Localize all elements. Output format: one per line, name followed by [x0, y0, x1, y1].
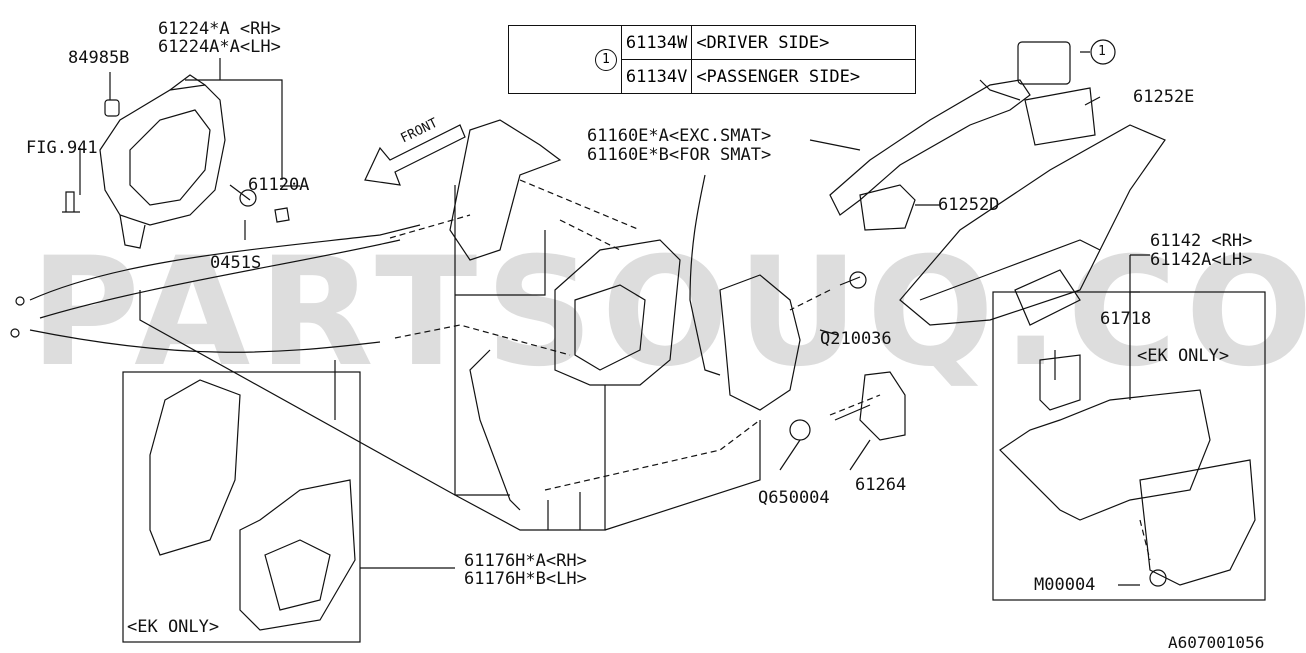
front-arrow-shape [364, 124, 466, 186]
rod-61176h [469, 349, 521, 511]
label-84985b[interactable]: 84985B [68, 48, 130, 68]
label-61718[interactable]: 61718 [1100, 309, 1152, 329]
label-q650004[interactable]: Q650004 [758, 488, 830, 508]
ek-latch-illustration [149, 379, 356, 631]
label-61224aa-lh[interactable]: 61224A*A<LH> [158, 37, 281, 57]
legend-part-driver: 61134W [620, 25, 693, 60]
legend-part-passenger: 61134V [620, 59, 693, 94]
label-61176h-b[interactable]: 61176H*B<LH> [464, 569, 587, 589]
screw-61120a [229, 184, 257, 207]
label-61252d[interactable]: 61252D [938, 195, 1000, 215]
outer-handle-illustration [829, 41, 1096, 231]
cable-upper [29, 224, 421, 301]
ref-circle-1 [1090, 39, 1116, 65]
striker-61264 [859, 371, 906, 441]
label-m00004[interactable]: M00004 [1034, 575, 1096, 595]
label-61142-rh[interactable]: 61142 <RH> [1150, 231, 1253, 251]
label-61160e-a[interactable]: 61160E*A<EXC.SMAT> [587, 126, 772, 146]
legend-table: 1 61134W <DRIVER SIDE> 61134V <PASSENGER… [508, 25, 917, 94]
label-61252e[interactable]: 61252E [1133, 87, 1195, 107]
inner-handle-illustration [99, 74, 226, 249]
document-code: A607001056 [1168, 633, 1265, 652]
legend-row: 1 61134W <DRIVER SIDE> [508, 25, 917, 94]
legend-desc-driver: <DRIVER SIDE> [691, 25, 917, 60]
legend-ref-cell: 1 [508, 25, 622, 94]
cap-61120a [274, 207, 290, 223]
handle-frame [899, 124, 1166, 326]
legend-desc-passenger: <PASSENGER SIDE> [691, 59, 917, 94]
ek-only-box-right [992, 291, 1266, 601]
label-61160e-b[interactable]: 61160E*B<FOR SMAT> [587, 145, 772, 165]
legend-ref: 1 [594, 49, 617, 71]
label-61176h-a[interactable]: 61176H*A<RH> [464, 551, 587, 571]
label-ref-1: 1 [1098, 44, 1106, 59]
legend-row: 61134V <PASSENGER SIDE> [509, 59, 917, 94]
ek-only-box-left [122, 371, 361, 643]
label-ek-only-right: <EK ONLY> [1137, 346, 1230, 366]
label-61224a-rh[interactable]: 61224*A <RH> [158, 19, 281, 39]
rod-61160e [689, 174, 721, 376]
label-fig941[interactable]: FIG.941 [26, 138, 98, 158]
cable-lower [29, 329, 381, 353]
ek-trim-illustration [999, 354, 1256, 586]
label-0451s[interactable]: 0451S [210, 253, 262, 273]
label-q210036[interactable]: Q210036 [820, 329, 892, 349]
label-61120a[interactable]: 61120A [248, 175, 310, 195]
label-ek-only-left: <EK ONLY> [127, 617, 220, 637]
label-61142a-lh[interactable]: 61142A<LH> [1150, 250, 1253, 270]
screw-fig941 [62, 191, 80, 213]
label-61264[interactable]: 61264 [855, 475, 907, 495]
